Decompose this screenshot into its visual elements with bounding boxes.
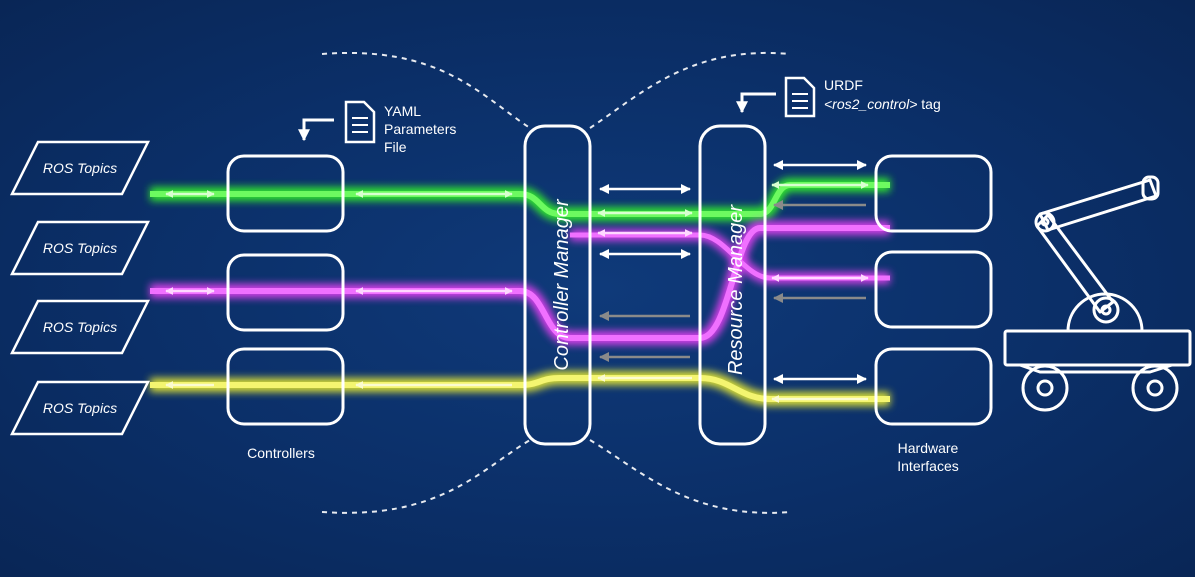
white-arrows	[599, 160, 867, 384]
controller-manager-box	[523, 124, 592, 446]
urdf-pointer-arrow	[736, 92, 776, 114]
ros-topic-box: ROS Topics	[9, 299, 151, 355]
hardware-interface-box	[874, 154, 993, 233]
dashed-boundary	[321, 51, 791, 514]
yaml-label-line: Parameters	[384, 121, 456, 137]
ros-topic-label: ROS Topics	[43, 240, 117, 256]
gray-arrows	[599, 200, 866, 362]
urdf-tag-text: <ros2_control>	[824, 96, 917, 112]
flow-yellow	[150, 371, 890, 406]
resource-manager-box	[698, 124, 767, 446]
yaml-label: YAML Parameters File	[384, 103, 456, 155]
urdf-label-tag-line: <ros2_control> tag	[824, 96, 941, 112]
urdf-document-icon	[784, 76, 816, 118]
resource-manager-label: Resource Manager	[725, 204, 747, 375]
controllers-label: Controllers	[247, 445, 315, 461]
ros-topic-label: ROS Topics	[43, 319, 117, 335]
flow-green	[150, 178, 890, 221]
hardware-interface-box	[874, 250, 993, 329]
urdf-tag-suffix: tag	[917, 96, 940, 112]
ros-topic-box: ROS Topics	[9, 380, 151, 436]
hardware-group	[874, 154, 993, 426]
ros-topics-group: ROS Topics ROS Topics ROS Topics ROS Top…	[9, 140, 151, 436]
controller-box	[226, 347, 345, 426]
hardware-label-line: Interfaces	[897, 458, 958, 474]
hardware-label-line: Hardware	[898, 440, 959, 456]
flow-arrows	[165, 180, 869, 404]
flow-magenta	[150, 221, 890, 345]
controller-box	[226, 253, 345, 332]
urdf-label-line: URDF	[824, 77, 863, 93]
ros-topic-label: ROS Topics	[43, 400, 117, 416]
yaml-label-line: YAML	[384, 103, 421, 119]
ros-topic-box: ROS Topics	[9, 220, 151, 276]
yaml-document-icon	[344, 100, 376, 144]
robot-cart-icon	[1003, 175, 1192, 412]
yaml-pointer-arrow	[298, 118, 334, 142]
ros-topic-label: ROS Topics	[43, 160, 117, 176]
ros-topic-box: ROS Topics	[9, 140, 151, 196]
controllers-group	[226, 154, 345, 426]
hardware-interface-box	[874, 347, 993, 426]
controller-box	[226, 154, 345, 233]
controller-manager-label: Controller Manager	[551, 198, 573, 371]
yaml-label-line: File	[384, 139, 407, 155]
